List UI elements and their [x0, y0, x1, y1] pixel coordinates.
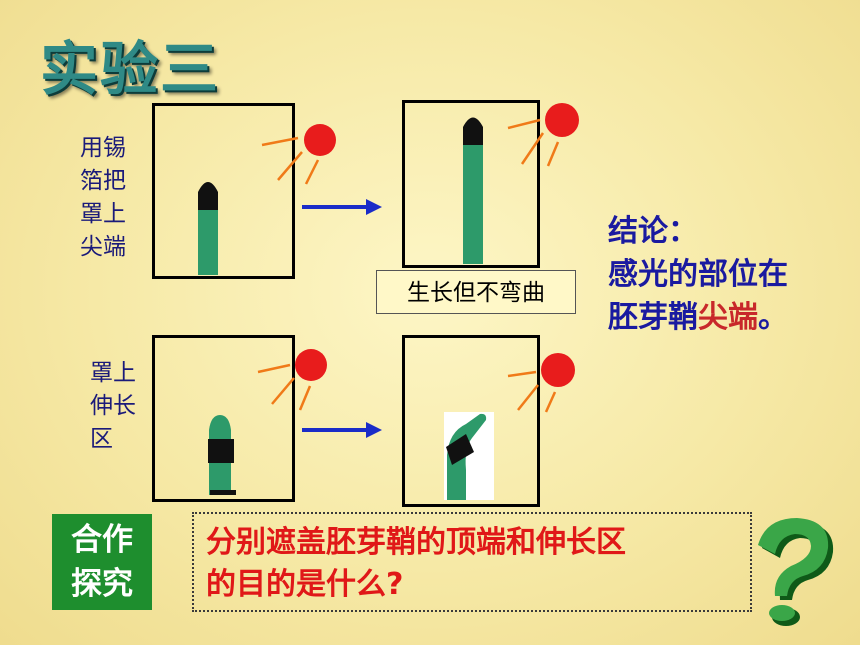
seedling-zone-covered-bent [444, 412, 494, 500]
conclusion-accent: 尖端 [698, 300, 758, 335]
cooperation-badge: 合作 探究 [52, 514, 152, 610]
green-question-mark-icon [758, 518, 834, 626]
experiment-box-2-before [152, 335, 295, 502]
conclusion-line: 感光的部位在 [608, 257, 788, 292]
row1-label: 用锡 箔把 罩上 尖端 [80, 132, 126, 264]
question-line: 分别遮盖胚芽鞘的顶端和伸长区 [206, 525, 626, 560]
conclusion-period: 。 [758, 300, 788, 335]
row2-label-line: 伸长 [90, 393, 136, 419]
question-line: 的目的是什么? [206, 567, 404, 602]
arrow-row1 [302, 199, 382, 215]
arrow-row2 [302, 422, 382, 438]
row1-label-line: 箔把 [80, 168, 126, 194]
experiment-box-1-after [402, 100, 540, 268]
sun-icon [261, 124, 336, 185]
row1-label-line: 尖端 [80, 234, 126, 260]
conclusion-line: 胚芽鞘尖端。 [608, 296, 788, 339]
sun-icon [257, 349, 327, 411]
conclusion-text: 胚芽鞘 [608, 300, 698, 335]
sun-icon [507, 353, 575, 413]
seedling-tip-covered [198, 182, 218, 275]
row1-label-line: 用锡 [80, 135, 126, 161]
row2-label-line: 区 [90, 426, 113, 452]
row2-label: 罩上 伸长 区 [90, 357, 136, 456]
experiment-box-1-before [152, 103, 295, 279]
row1-label-line: 罩上 [80, 201, 126, 227]
cooperation-line: 合作 [71, 522, 133, 558]
question-box: 分别遮盖胚芽鞘的顶端和伸长区 的目的是什么? [192, 512, 752, 612]
experiment-box-2-after [402, 335, 540, 507]
slide-title: 实验三 [40, 35, 221, 103]
result-box: 生长但不弯曲 [376, 270, 576, 314]
conclusion-heading: 结论： [608, 214, 698, 249]
conclusion: 结论： 感光的部位在 胚芽鞘尖端。 [608, 210, 788, 339]
sun-icon [507, 103, 579, 167]
seedling-zone-covered [208, 415, 236, 495]
seedling-tip-covered-grown [463, 117, 483, 264]
cooperation-line: 探究 [71, 566, 133, 602]
row2-label-line: 罩上 [90, 360, 136, 386]
